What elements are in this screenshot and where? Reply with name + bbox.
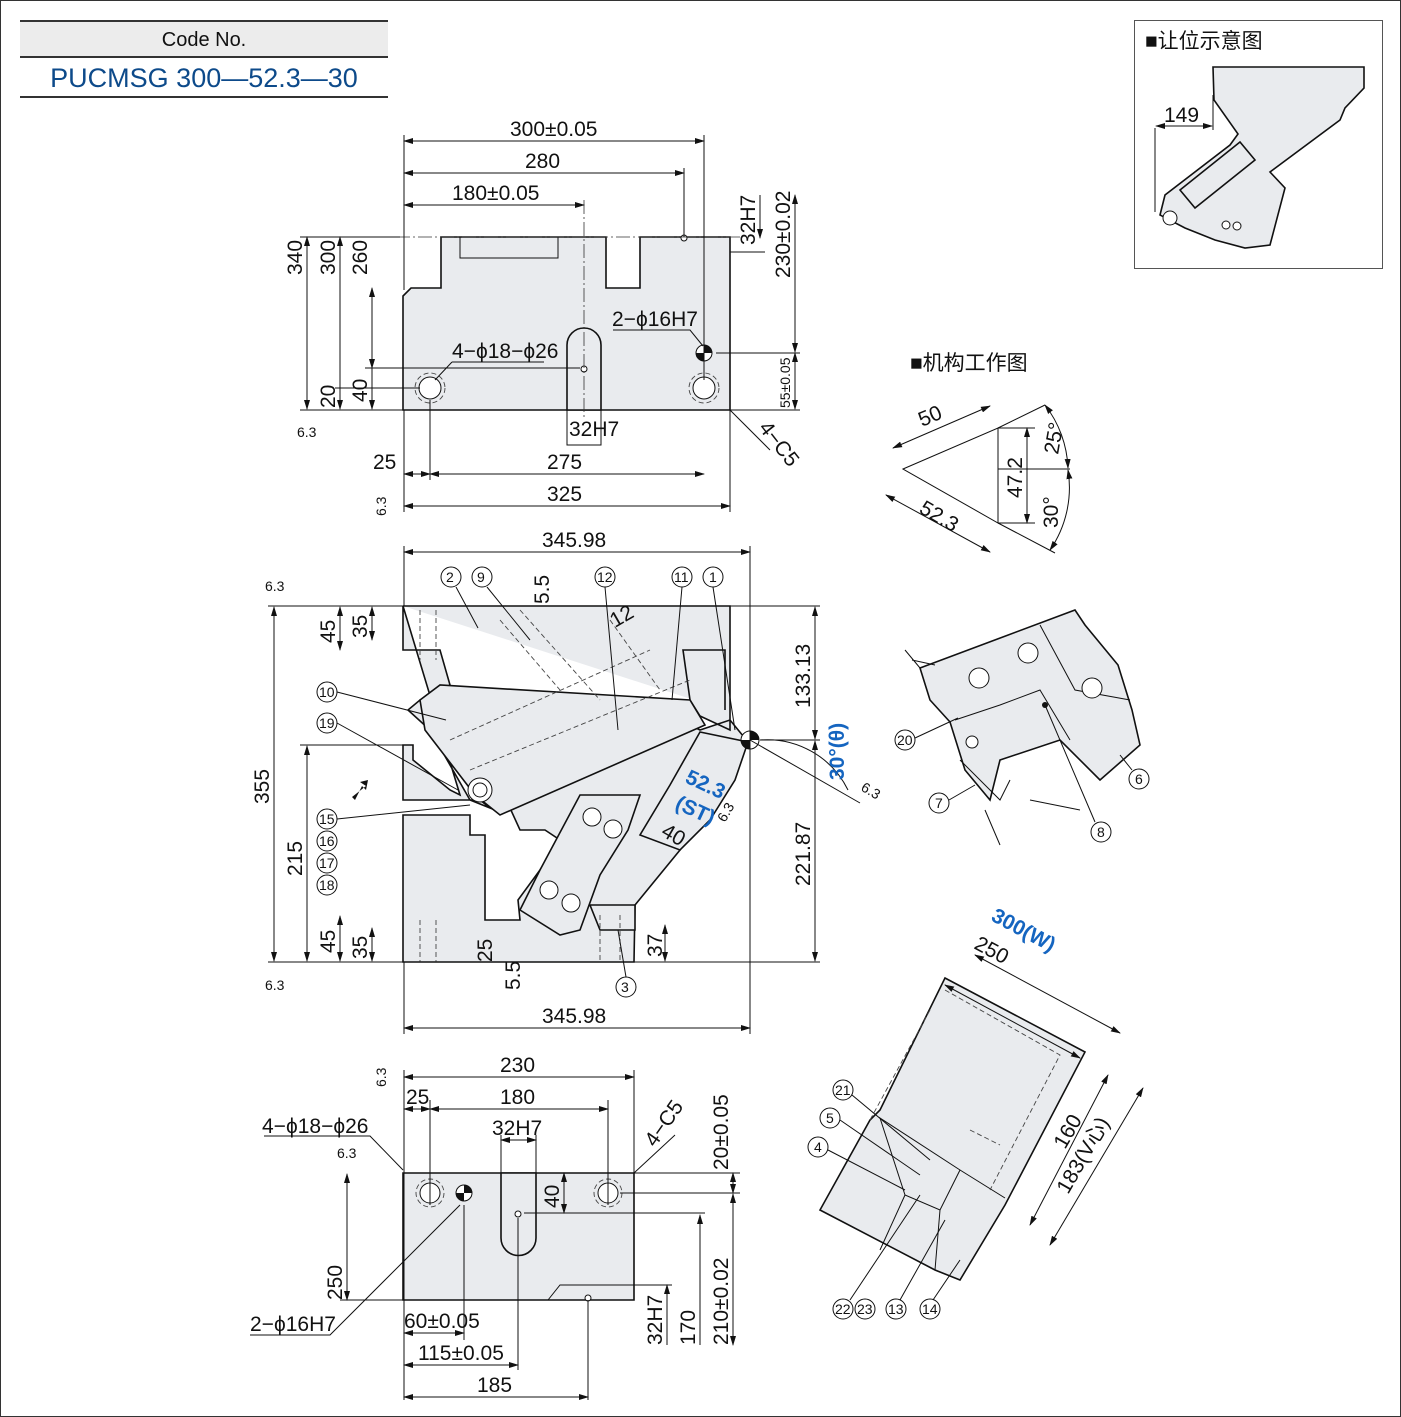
dim-front-45-top: 45 [317, 620, 340, 643]
dim-front-25: 25 [474, 939, 497, 962]
dim-bottom-20: 20±0.05 [710, 1094, 733, 1170]
dim-front-5-5-bottom: 5.5 [502, 961, 525, 990]
mech-angle-30: 30° [1040, 496, 1063, 528]
dim-149: 149 [1164, 104, 1199, 127]
dim-bottom-chamfer: 4−C5 [640, 1096, 688, 1151]
callout-17: 17 [319, 855, 335, 871]
detail-view: 20 7 8 6 [894, 609, 1150, 846]
dim-bottom-115: 115±0.05 [418, 1342, 504, 1365]
clearance-inset: ■让位示意图 149 [1145, 30, 1365, 249]
front-callouts: 2 9 12 11 1 10 19 15 16 17 18 3 [316, 566, 736, 998]
dim-front-355: 355 [251, 769, 274, 804]
callout-6: 6 [1135, 771, 1143, 787]
callout-11: 11 [674, 569, 689, 585]
dim-bottom-250: 250 [324, 1265, 347, 1300]
dim-front-width-bottom: 345.98 [542, 1005, 606, 1028]
callout-12: 12 [597, 569, 613, 585]
dim-front-37: 37 [644, 934, 667, 957]
dim-top-holes: 4−ϕ18−ϕ26 [452, 340, 558, 363]
dim-bottom-170: 170 [677, 1310, 700, 1345]
bottom-view: 230 25 180 32H7 4−C5 4−ϕ18−ϕ26 20±0.05 4… [250, 1054, 740, 1400]
callout-10: 10 [319, 684, 335, 700]
slide-dim-250: 250 [971, 932, 1013, 969]
callout-13: 13 [888, 1301, 904, 1317]
mech-dim-47-2: 47.2 [1004, 457, 1027, 498]
callout-14: 14 [922, 1301, 938, 1317]
slide-view: 300(W) 250 160 183(V心) 21 5 4 22 23 13 1… [807, 904, 1144, 1320]
callout-4: 4 [814, 1139, 822, 1155]
dim-top-32h7: 32H7 [737, 195, 760, 245]
dim-front-215: 215 [284, 841, 307, 876]
top-view: 300±0.05 280 180±0.05 32H7 230±0.02 340 … [284, 118, 803, 516]
dim-bottom-230: 230 [500, 1054, 535, 1077]
dim-top-340: 340 [284, 240, 307, 275]
clearance-inset-box [1134, 20, 1383, 269]
dim-top-300v: 300 [317, 240, 340, 275]
dim-bottom-dowel: 2−ϕ16H7 [250, 1313, 336, 1336]
roughness-top-1: 6.3 [297, 424, 317, 440]
dim-front-angle-30: 30°(θ) [826, 723, 849, 780]
roughness-front-2: 6.3 [265, 977, 285, 993]
front-view: 345.98 5.5 12 45 35 355 215 45 35 133.13… [251, 529, 884, 1034]
callout-22: 22 [835, 1301, 851, 1317]
callout-7: 7 [935, 795, 943, 811]
callout-23: 23 [857, 1301, 873, 1317]
mechanism-diagram: ■机构工作图 50 47.2 52.3 25° 30° [885, 352, 1073, 554]
clearance-title: ■让位示意图 [1145, 30, 1263, 53]
dim-top-260: 260 [349, 240, 372, 275]
callout-20: 20 [897, 732, 913, 748]
code-header: Code No. PUCMSG 300—52.3—30 [20, 20, 388, 98]
dim-front-5-5-top: 5.5 [531, 575, 554, 604]
dim-top-20: 20 [317, 385, 340, 408]
mech-angle-25: 25° [1040, 421, 1068, 456]
callout-3: 3 [621, 979, 629, 995]
dim-top-40: 40 [349, 379, 372, 402]
callout-2: 2 [446, 569, 454, 585]
roughness-front-1: 6.3 [265, 578, 285, 594]
dim-bottom-60: 60±0.05 [404, 1310, 480, 1333]
dim-front-221-87: 221.87 [792, 822, 815, 886]
dim-top-dowel: 2−ϕ16H7 [612, 308, 698, 331]
callout-21: 21 [835, 1082, 851, 1098]
callout-5: 5 [826, 1110, 834, 1126]
dim-front-133-13: 133.13 [792, 644, 815, 708]
dim-top-25: 25 [373, 451, 396, 474]
dim-top-275: 275 [547, 451, 582, 474]
dim-bottom-185: 185 [477, 1374, 512, 1397]
dim-top-55: 55±0.05 [777, 357, 793, 408]
dim-bottom-25: 25 [406, 1086, 429, 1109]
callout-19: 19 [319, 715, 335, 731]
callout-18: 18 [319, 877, 335, 893]
dim-bottom-32h7-v: 32H7 [644, 1295, 667, 1345]
code-value: PUCMSG 300—52.3—30 [20, 58, 388, 98]
code-label: Code No. [20, 20, 388, 58]
dim-bottom-180: 180 [500, 1086, 535, 1109]
callout-16: 16 [319, 833, 335, 849]
mechanism-title: ■机构工作图 [910, 352, 1028, 375]
roughness-top-2: 6.3 [373, 496, 389, 516]
dim-top-chamfer: 4−C5 [754, 417, 803, 471]
callout-15: 15 [319, 811, 335, 827]
dim-top-300: 300±0.05 [510, 118, 597, 141]
dim-bottom-holes: 4−ϕ18−ϕ26 [262, 1115, 368, 1138]
dim-front-35-top: 35 [349, 615, 372, 638]
dim-top-280: 280 [525, 150, 560, 173]
mech-dim-52-3: 52.3 [916, 496, 963, 536]
roughness-bottom-2: 6.3 [337, 1145, 357, 1161]
dim-front-width-top: 345.98 [542, 529, 606, 552]
dim-top-230: 230±0.02 [772, 191, 795, 278]
callout-8: 8 [1097, 824, 1105, 840]
dim-bottom-210: 210±0.02 [710, 1258, 733, 1345]
roughness-front-3: 6.3 [859, 779, 884, 803]
dim-top-slot: 32H7 [569, 418, 619, 441]
dim-bottom-40: 40 [541, 1185, 564, 1208]
dim-bottom-32h7: 32H7 [492, 1117, 542, 1140]
callout-1: 1 [709, 569, 717, 585]
roughness-bottom-1: 6.3 [373, 1067, 389, 1087]
dim-top-325: 325 [547, 483, 582, 506]
dim-top-180: 180±0.05 [452, 182, 539, 205]
dim-front-45-bottom: 45 [317, 930, 340, 953]
callout-9: 9 [477, 569, 485, 585]
dim-front-35-bottom: 35 [349, 936, 372, 959]
